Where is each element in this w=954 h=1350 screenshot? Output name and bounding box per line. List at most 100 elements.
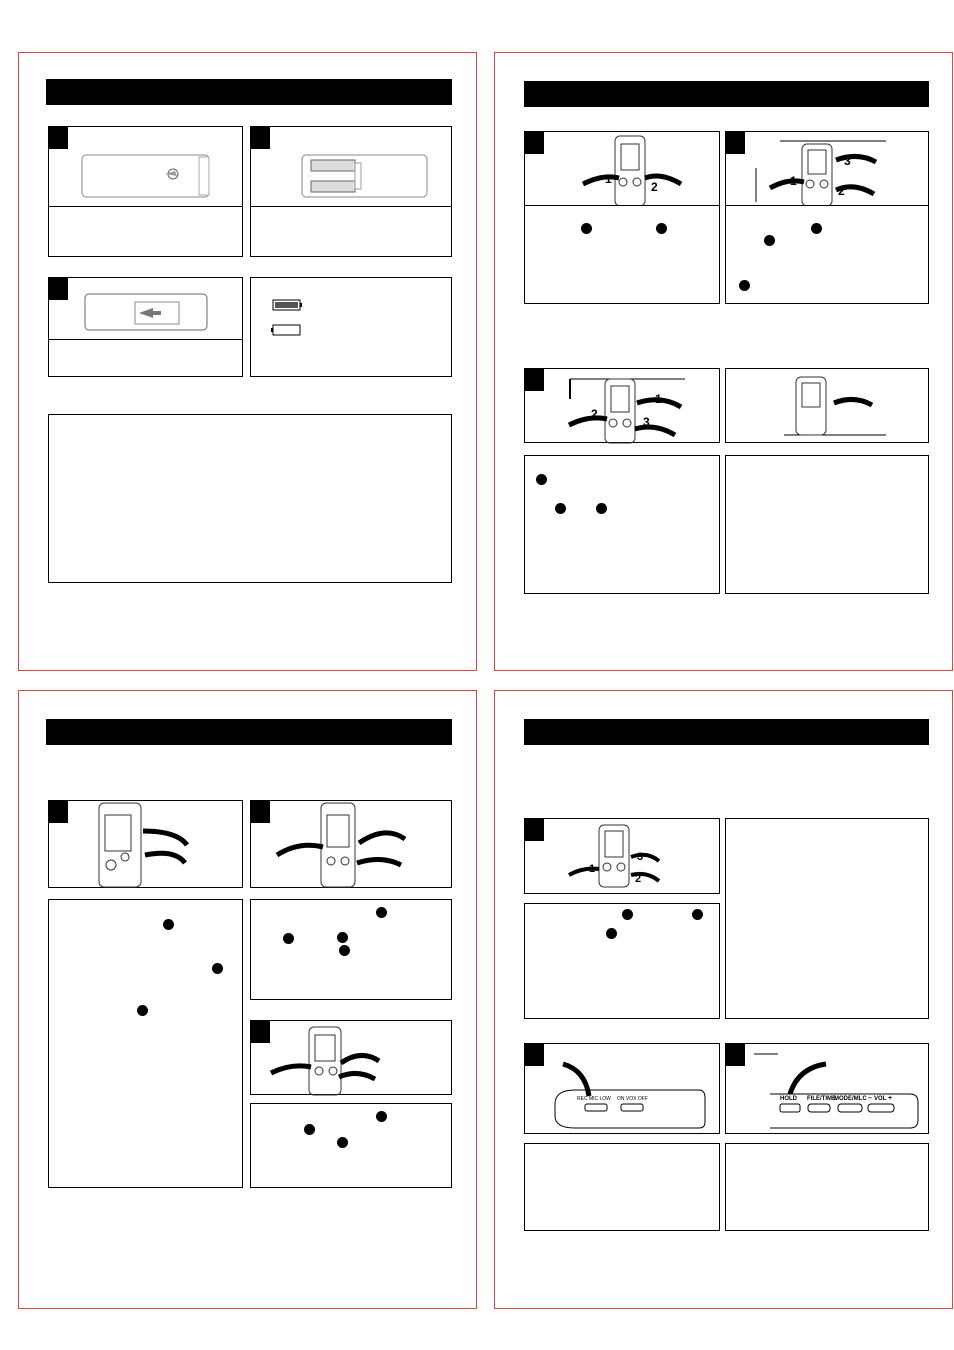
- step-2-text-box: [725, 205, 929, 304]
- battery-level-icons: [271, 299, 302, 336]
- step-3-text-box: [250, 1103, 452, 1188]
- step-1-text-box: [524, 903, 720, 1019]
- recorder-front-drawing: [568, 824, 661, 888]
- step-3-illustration: 1 2 3: [524, 368, 720, 444]
- step-tab: [251, 801, 270, 823]
- step-1-illustration: [48, 800, 243, 888]
- ref-marker-2: [555, 503, 566, 514]
- step-1-text-box: [48, 206, 243, 257]
- step-tab: [726, 1044, 745, 1066]
- ref-marker-2: [656, 223, 667, 234]
- ref-marker-3: [606, 928, 617, 939]
- callout-1: 1: [655, 392, 662, 406]
- ref-marker-2: [692, 909, 703, 920]
- manual-page-recording: [18, 690, 477, 1309]
- step-tab: [49, 801, 68, 823]
- step-2-text-box: [250, 899, 452, 1000]
- callout-1: 1: [589, 863, 596, 875]
- step-tab: [525, 132, 544, 154]
- step-2-text-box: [250, 206, 452, 257]
- step-tab: [525, 1044, 544, 1066]
- ref-marker-1: [622, 909, 633, 920]
- step-3-text-box: [48, 339, 243, 377]
- recorder-side-drawing: [784, 376, 886, 436]
- callout-1: 1: [605, 172, 612, 186]
- file-time-button-label: FILE/TIME: [807, 1096, 836, 1102]
- vol-button-label: VOL: [874, 1096, 887, 1102]
- step-4-illustration: [725, 368, 929, 443]
- callout-3: 3: [643, 415, 650, 429]
- battery-full-icon: [272, 299, 302, 311]
- ref-marker-1: [581, 223, 592, 234]
- vox-switch-label: ON VOX OFF: [617, 1096, 648, 1102]
- step-1-illustration: 1 2: [524, 131, 720, 207]
- ref-marker-4: [339, 945, 350, 956]
- step-2-illustration: 1 2 3: [725, 131, 929, 207]
- ref-marker-3: [337, 1137, 348, 1148]
- callout-2: 2: [635, 873, 642, 885]
- ref-marker-1: [536, 474, 547, 485]
- step-tab: [525, 369, 544, 391]
- hold-switch-label: HOLD: [780, 1096, 797, 1102]
- step-4-text-box: [725, 455, 929, 594]
- recorder-side-edge-drawing: [754, 1053, 919, 1129]
- ref-marker-3: [137, 1005, 148, 1016]
- callout-3: 3: [637, 851, 644, 863]
- ref-marker-1: [376, 1111, 387, 1122]
- battery-empty-icon: [271, 324, 301, 336]
- recorder-front-drawing: [98, 802, 190, 888]
- step-1-text-box: [48, 899, 243, 1188]
- manual-page-batteries: [18, 52, 477, 671]
- callout-3: 3: [844, 154, 851, 168]
- step-tab: [49, 278, 68, 300]
- callout-2: 2: [651, 180, 658, 194]
- step-2-illustration: REC MIC LOW ON VOX OFF: [524, 1043, 720, 1134]
- section-header-bar: [524, 81, 929, 107]
- note-box: [48, 414, 452, 583]
- ref-marker-2: [283, 933, 294, 944]
- callout-2: 2: [838, 184, 845, 198]
- recorder-front-drawing: [275, 802, 407, 888]
- step-2-text-box: [524, 1143, 720, 1231]
- step-3-illustration: HOLD FILE/TIME MODE/MLC – VOL +: [725, 1043, 929, 1134]
- step-tab: [251, 1021, 270, 1043]
- recorder-front-drawing: [581, 135, 683, 207]
- ref-marker-3: [596, 503, 607, 514]
- section-header-bar: [46, 79, 452, 105]
- step-tab: [251, 127, 270, 149]
- manual-page-controls: 1 2 1 2 3: [494, 52, 953, 671]
- ref-marker-3: [739, 280, 750, 291]
- recorder-front-drawing: [567, 378, 685, 444]
- recorder-front-drawing: [755, 140, 886, 207]
- vol-plus-label: +: [888, 1095, 893, 1102]
- cover-closing-drawing: [84, 293, 208, 331]
- step-tab: [726, 132, 745, 154]
- recorder-back-cover-drawing: [81, 154, 210, 198]
- ref-marker-2: [212, 963, 223, 974]
- playback-info-box: [725, 818, 929, 1019]
- step-2-illustration: [250, 126, 452, 207]
- recorder-front-drawing: [269, 1026, 381, 1096]
- vol-minus-label: –: [868, 1095, 872, 1102]
- ref-marker-3: [337, 932, 348, 943]
- callout-2: 2: [591, 407, 598, 421]
- battery-compartment-drawing: [301, 154, 428, 198]
- step-1-illustration: 1 2 3: [524, 818, 720, 894]
- section-header-bar: [524, 719, 929, 745]
- ref-marker-1: [811, 223, 822, 234]
- step-3-text-box: [524, 455, 720, 594]
- manual-page-playback: 1 2 3 REC MIC LOW ON VOX OFF: [494, 690, 953, 1309]
- step-3-illustration: [48, 277, 243, 340]
- step-tab: [525, 819, 544, 841]
- step-1-illustration: [48, 126, 243, 207]
- section-header-bar: [46, 719, 452, 745]
- mode-mlc-button-label: MODE/MLC: [834, 1096, 867, 1102]
- battery-indicator-box: [250, 277, 452, 377]
- ref-marker-1: [163, 919, 174, 930]
- ref-marker-2: [304, 1124, 315, 1135]
- ref-marker-1: [376, 907, 387, 918]
- recorder-top-edge-drawing: [554, 1061, 706, 1129]
- step-3-text-box: [725, 1143, 929, 1231]
- step-tab: [49, 127, 68, 149]
- step-3-illustration: [250, 1020, 452, 1096]
